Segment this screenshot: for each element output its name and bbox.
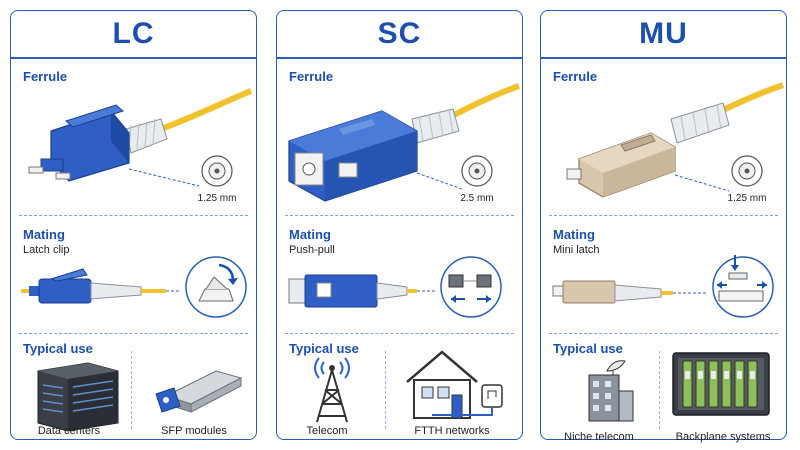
mu-connector-illustration	[566, 82, 784, 198]
use-divider	[385, 351, 386, 429]
lc-card: LC Ferrule 1.25 mm Mating Latch clip Typ…	[10, 10, 257, 440]
mu-mating-illustration	[552, 255, 774, 318]
mating-type: Latch clip	[23, 244, 70, 256]
sc-mating-illustration	[288, 256, 502, 318]
typical-use-heading: Typical use	[553, 341, 623, 356]
card-title: LC	[112, 17, 155, 50]
server-rack-icon	[37, 362, 119, 432]
title-divider	[277, 57, 522, 59]
backplane-icon	[672, 352, 770, 416]
ferrule-size: 1.25 mm	[727, 193, 767, 204]
ferrule-heading: Ferrule	[23, 69, 68, 84]
section-divider	[19, 333, 248, 334]
typical-use-heading: Typical use	[23, 341, 93, 356]
ferrule-size: 1.25 mm	[197, 193, 237, 204]
mating-heading: Mating	[23, 227, 65, 242]
lc-mating-illustration	[21, 256, 247, 318]
sc-card: SC Ferrule 2.5 mm Mating Push-pull	[276, 10, 523, 440]
telecom-building-icon	[588, 360, 634, 422]
telecom-tower-icon	[314, 357, 350, 423]
use-caption: Niche telecom	[564, 431, 634, 443]
mating-type: Mini latch	[553, 244, 600, 256]
use-caption: SFP modules	[161, 425, 227, 437]
title-divider	[11, 57, 256, 59]
use-caption: FTTH networks	[414, 425, 490, 437]
section-divider	[285, 333, 514, 334]
use-caption: Telecom	[306, 425, 348, 437]
card-title: MU	[639, 17, 688, 50]
section-divider	[285, 215, 514, 216]
ferrule-size: 2.5 mm	[460, 193, 494, 204]
section-divider	[549, 215, 778, 216]
mating-type: Push-pull	[289, 244, 335, 256]
sfp-module-icon	[155, 370, 243, 413]
use-caption: Data centers	[37, 425, 101, 437]
section-divider	[549, 333, 778, 334]
section-divider	[19, 215, 248, 216]
house-icon	[406, 350, 503, 419]
use-divider	[659, 351, 660, 429]
ferrule-heading: Ferrule	[289, 69, 334, 84]
mu-card: MU Ferrule 1.25 mm Mating Mini latch	[540, 10, 787, 443]
ferrule-heading: Ferrule	[553, 69, 598, 84]
use-divider	[131, 351, 132, 429]
title-divider	[541, 57, 786, 59]
typical-use-heading: Typical use	[289, 341, 359, 356]
card-title: SC	[377, 17, 422, 50]
mating-heading: Mating	[289, 227, 331, 242]
lc-connector-illustration	[28, 88, 253, 187]
use-caption: Backplane systems	[675, 431, 771, 443]
sc-connector-illustration	[288, 83, 520, 202]
mating-heading: Mating	[553, 227, 595, 242]
